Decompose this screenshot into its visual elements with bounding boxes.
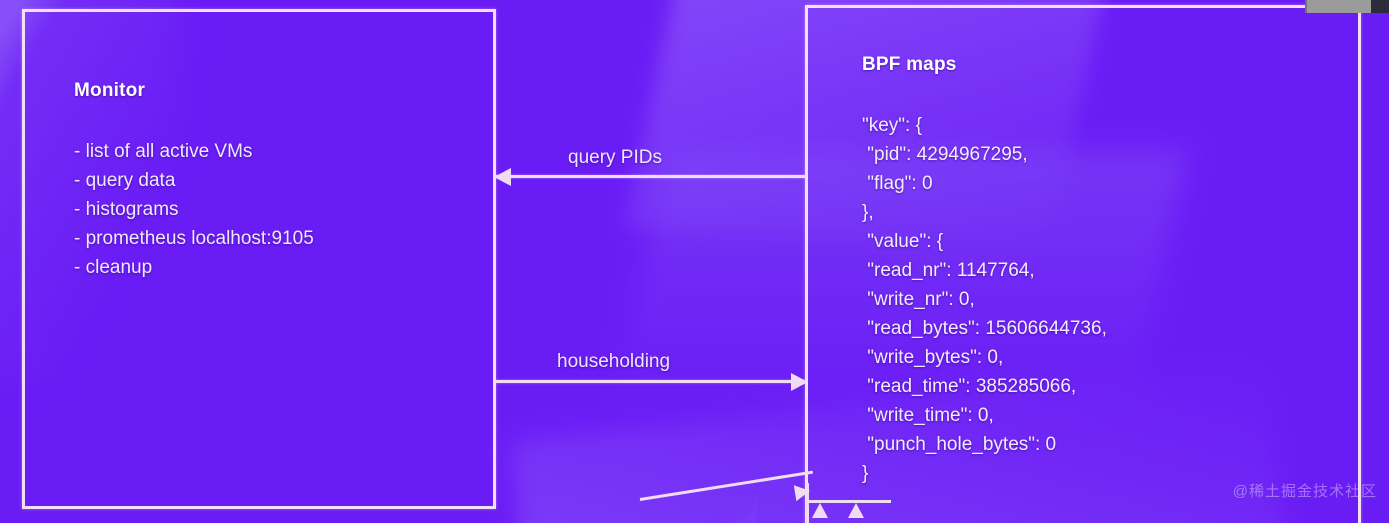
watermark: @稀土掘金技术社区 (1232, 483, 1377, 500)
player-chrome-fragment (1305, 0, 1389, 13)
list-item: - cleanup (74, 257, 153, 278)
list-item: - list of all active VMs (74, 141, 253, 162)
json-line: "pid": 4294967295, (862, 144, 1028, 165)
list-item: - query data (74, 170, 176, 191)
json-line: "write_nr": 0, (862, 289, 975, 310)
json-line: "write_time": 0, (862, 405, 994, 426)
householding-arrow-label: householding (557, 351, 671, 372)
list-item: - prometheus localhost:9105 (74, 228, 314, 249)
arrow-up-icon (812, 503, 828, 518)
json-line: "key": { (862, 115, 922, 136)
list-item: - histograms (74, 199, 179, 220)
bpf-maps-node-box (805, 5, 1361, 523)
player-chrome-dark-fragment (1371, 0, 1389, 13)
query-pids-arrow-label: query PIDs (568, 147, 662, 168)
json-line: "read_time": 385285066, (862, 376, 1077, 397)
bottom-connector-bar (806, 500, 891, 503)
bottom-connector-stem (806, 483, 809, 523)
bpf-maps-node-title: BPF maps (862, 54, 957, 75)
json-line: "punch_hole_bytes": 0 (862, 434, 1057, 455)
json-line: }, (862, 202, 874, 223)
householding-arrow-line (495, 380, 807, 383)
json-line: "value": { (862, 231, 944, 252)
json-line: "read_nr": 1147764, (862, 260, 1035, 281)
json-line: "flag": 0 (862, 173, 933, 194)
monitor-bullet-list: - list of all active VMs - query data - … (74, 137, 464, 282)
arrow-right-icon (791, 373, 808, 391)
arrow-up-icon (848, 503, 864, 518)
json-line: } (862, 463, 869, 484)
json-line: "read_bytes": 15606644736, (862, 318, 1107, 339)
bottom-connector-diagonal (639, 470, 814, 501)
monitor-node-title: Monitor (74, 80, 146, 101)
query-pids-arrow-line (495, 175, 807, 178)
monitor-node-box (22, 9, 496, 509)
bpf-maps-json-block: "key": { "pid": 4294967295, "flag": 0 },… (862, 111, 1342, 488)
arrow-left-icon (494, 168, 511, 186)
json-line: "write_bytes": 0, (862, 347, 1004, 368)
arrow-right-icon (793, 482, 812, 502)
